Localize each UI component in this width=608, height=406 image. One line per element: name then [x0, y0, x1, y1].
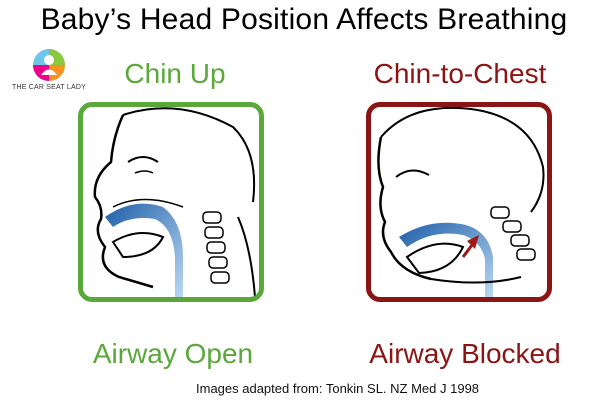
- panel-chin-to-chest: [366, 102, 552, 302]
- heading-chin-up: Chin Up: [75, 58, 275, 90]
- caption-airway-blocked: Airway Blocked: [330, 338, 600, 370]
- panel-chin-up: [78, 102, 264, 302]
- heading-chin-to-chest: Chin-to-Chest: [335, 58, 585, 90]
- caption-airway-open: Airway Open: [48, 338, 298, 370]
- image-credit: Images adapted from: Tonkin SL. NZ Med J…: [196, 381, 479, 396]
- page-title: Baby’s Head Position Affects Breathing: [0, 3, 608, 37]
- head-chin-to-chest-illustration: [371, 107, 547, 297]
- logo-icon: [32, 48, 66, 82]
- head-chin-up-illustration: [83, 107, 259, 297]
